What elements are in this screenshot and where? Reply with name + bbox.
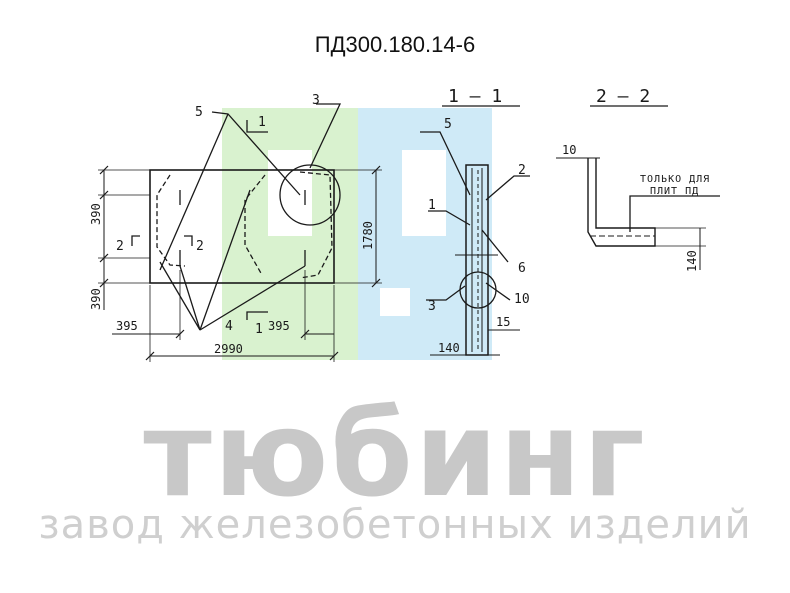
leader-4b xyxy=(179,265,201,331)
section-1-1-title: 1 — 1 xyxy=(448,86,502,107)
plan-view xyxy=(98,103,382,362)
section-1-1 xyxy=(420,105,530,356)
dim-bottom-edge: 390 xyxy=(89,288,103,310)
dim-left-offset: 395 xyxy=(116,319,138,333)
leader-s1-10 xyxy=(485,282,511,301)
cut-label-2-right: 2 xyxy=(196,239,204,254)
s1-callout-2: 2 xyxy=(518,163,526,178)
reinforcement-loop-right xyxy=(299,171,333,279)
cut-mark-1-bottom xyxy=(246,311,268,320)
plan-labels: 5 3 1 1 4 2 2 2990 395 395 1780 390 390 xyxy=(89,93,375,356)
cut-mark-2-right xyxy=(184,235,193,246)
cut-mark-1-top xyxy=(246,120,268,133)
detail-circle xyxy=(279,164,341,226)
leader-s1-3 xyxy=(426,285,466,301)
callout-4: 4 xyxy=(225,319,233,334)
leader-s1-1 xyxy=(428,210,471,226)
leader-s1-5 xyxy=(420,131,471,196)
s1-dim-thickness: 140 xyxy=(438,341,460,355)
reinforcement-loop-center xyxy=(244,174,266,276)
callout-3: 3 xyxy=(312,93,320,108)
s1-callout-6: 6 xyxy=(518,261,526,276)
dim-width: 2990 xyxy=(214,342,243,356)
drawing-title: ПД300.180.14-6 xyxy=(314,32,476,57)
section-2-2-outline xyxy=(587,158,656,247)
cut-label-1-top: 1 xyxy=(258,115,266,130)
leader-3 xyxy=(309,103,342,169)
dim-height: 1780 xyxy=(361,221,375,250)
section-2-2-title: 2 — 2 xyxy=(596,86,650,107)
leader-s2-note xyxy=(629,195,720,232)
section-1-1-labels: 1 — 1 5 2 1 6 3 10 15 140 xyxy=(428,86,530,355)
s1-dim-15: 15 xyxy=(496,315,510,329)
dim-top-edge: 390 xyxy=(89,203,103,225)
s1-callout-5: 5 xyxy=(444,117,452,132)
section-2-2-labels: 2 — 2 10 ТОЛЬКО ДЛЯ ПЛИТ ПД 140 xyxy=(562,86,710,272)
s1-callout-1: 1 xyxy=(428,198,436,213)
dim-right-offset: 395 xyxy=(268,319,290,333)
cut-mark-2-left xyxy=(131,235,140,246)
s1-callout-10: 10 xyxy=(514,292,530,307)
cut-label-2-left: 2 xyxy=(116,239,124,254)
s2-dim-top: 10 xyxy=(562,143,576,157)
s2-note-line1: ТОЛЬКО ДЛЯ xyxy=(640,174,710,185)
logo-green-block xyxy=(222,108,358,360)
s1-callout-3: 3 xyxy=(428,299,436,314)
brand-tagline: завод железобетонных изделий xyxy=(38,502,752,548)
brand-name: тюбинг xyxy=(143,385,647,523)
cut-label-1-bottom: 1 xyxy=(255,322,263,337)
leader-4d xyxy=(199,189,251,331)
leader-4c xyxy=(199,265,306,331)
leader-5b xyxy=(159,113,229,271)
leader-s1-2 xyxy=(485,175,530,201)
s2-note-line2: ПЛИТ ПД xyxy=(650,186,699,197)
section-2-2 xyxy=(556,105,720,270)
callout-5: 5 xyxy=(195,105,203,120)
slab-outline xyxy=(149,169,335,284)
s2-dim-thickness: 140 xyxy=(685,250,699,272)
reinforcement-loop-left xyxy=(156,174,186,267)
leader-s1-6 xyxy=(481,229,509,263)
